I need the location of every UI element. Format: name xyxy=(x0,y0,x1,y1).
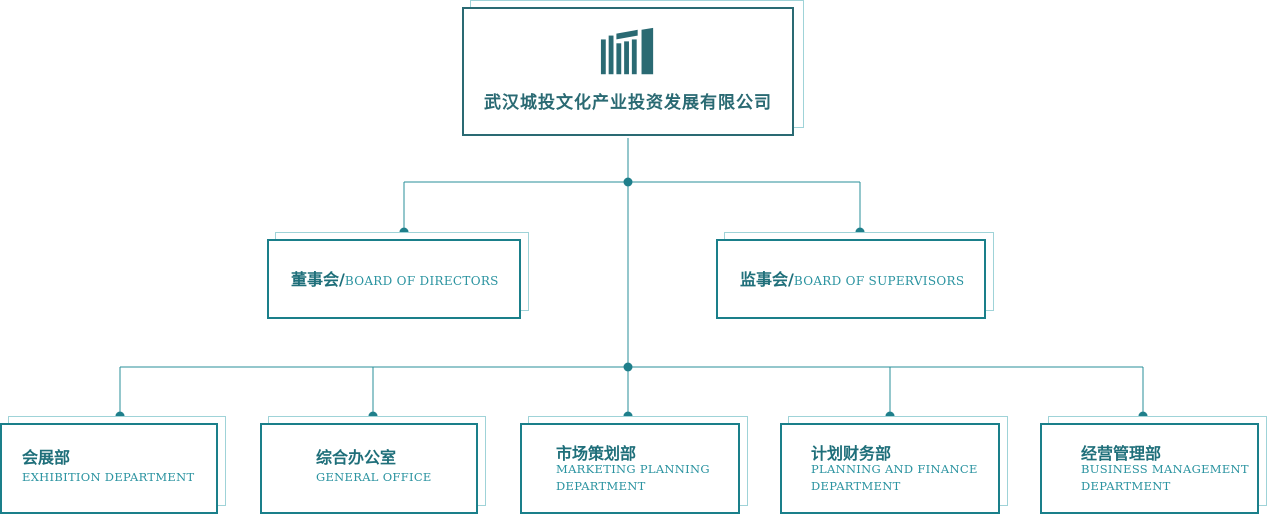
board-of-supervisors-box: 监事会/BOARD OF SUPERVISORS xyxy=(716,232,994,320)
dept-box-marketing-planning: 市场策划部 MARKETING PLANNING DEPARTMENT xyxy=(520,416,748,514)
board-of-directors-box: 董事会/BOARD OF DIRECTORS xyxy=(267,232,529,320)
dept-box-planning-finance: 计划财务部 PLANNING AND FINANCE DEPARTMENT xyxy=(780,416,1008,514)
dept-cn-label: 市场策划部 xyxy=(556,444,637,463)
board-en-label: BOARD OF DIRECTORS xyxy=(344,274,499,288)
box-frame xyxy=(780,423,1000,514)
company-name: 武汉城投文化产业投资发展有限公司 xyxy=(484,93,772,113)
dept-cn-label: 综合办公室 xyxy=(316,448,397,467)
dept-box-exhibition: 会展部 EXHIBITION DEPARTMENT xyxy=(0,416,226,514)
board-cn-label: 监事会/ xyxy=(740,270,794,289)
dept-cn-label: 经营管理部 xyxy=(1081,444,1162,463)
dept-cn-label: 会展部 xyxy=(22,448,71,467)
board-label: 董事会/BOARD OF DIRECTORS xyxy=(291,266,499,290)
box-frame xyxy=(0,423,218,514)
junction-dot-mid xyxy=(623,362,633,372)
box-frame xyxy=(462,7,794,136)
box-frame xyxy=(1040,423,1259,514)
dept-en-label: GENERAL OFFICE xyxy=(316,470,432,484)
dept-en-label: BUSINESS MANAGEMENT DEPARTMENT xyxy=(1081,462,1249,493)
box-frame xyxy=(520,423,740,514)
board-label: 监事会/BOARD OF SUPERVISORS xyxy=(740,266,964,290)
dept-en-label: EXHIBITION DEPARTMENT xyxy=(22,470,195,484)
board-en-label: BOARD OF SUPERVISORS xyxy=(793,274,965,288)
board-cn-label: 董事会/ xyxy=(291,270,345,289)
box-frame xyxy=(260,423,478,514)
dept-cn-label: 计划财务部 xyxy=(811,444,892,463)
box-frame xyxy=(716,239,986,319)
company-box: 武汉城投文化产业投资发展有限公司 xyxy=(462,0,804,138)
dept-en-label: PLANNING AND FINANCE DEPARTMENT xyxy=(811,462,978,493)
dept-en-label: MARKETING PLANNING DEPARTMENT xyxy=(556,462,710,493)
junction-dot-top xyxy=(623,177,633,187)
building-logo-icon xyxy=(600,27,654,75)
dept-box-general-office: 综合办公室 GENERAL OFFICE xyxy=(260,416,486,514)
dept-box-business-management: 经营管理部 BUSINESS MANAGEMENT DEPARTMENT xyxy=(1040,416,1267,514)
box-frame xyxy=(267,239,521,319)
